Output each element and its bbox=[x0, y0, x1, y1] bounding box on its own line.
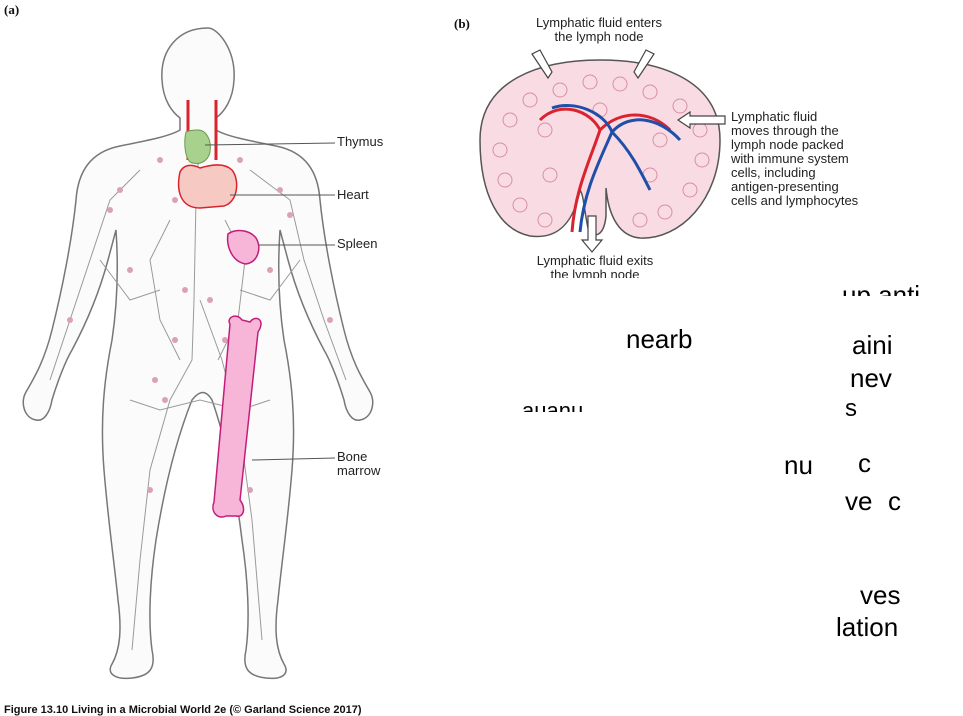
figure-caption: Figure 13.10 Living in a Microbial World… bbox=[4, 704, 362, 716]
text-fragment: lation bbox=[836, 612, 899, 642]
text-fragment: nu bbox=[784, 450, 813, 480]
thymus-label: Thymus bbox=[337, 134, 384, 149]
bone-marrow-femur bbox=[212, 315, 262, 518]
text-fragment: c bbox=[888, 486, 901, 516]
panel-a-label: (a) bbox=[4, 2, 20, 17]
text-fragment: c bbox=[858, 448, 871, 478]
text-fragment: up anti bbox=[842, 280, 921, 296]
heart-organ bbox=[177, 164, 238, 209]
body-outline bbox=[22, 27, 374, 680]
moves-line: with immune system bbox=[731, 151, 849, 166]
lymph-nodes bbox=[67, 157, 333, 493]
panel-b-label: (b) bbox=[454, 16, 470, 31]
bone-marrow-label-1: Bone bbox=[337, 449, 368, 464]
enters-label-1: Lymphatic fluid enters bbox=[536, 15, 662, 30]
text-fragment: auanu bbox=[522, 398, 584, 412]
moves-line: lymph node packed bbox=[731, 137, 844, 152]
spleen-organ bbox=[226, 229, 260, 265]
enters-label-2: the lymph node bbox=[554, 29, 644, 44]
text-fragment: nev bbox=[850, 363, 892, 393]
lymph-node-diagram bbox=[479, 49, 726, 253]
moves-line: cells, including bbox=[731, 165, 816, 180]
text-fragment: s bbox=[845, 395, 857, 422]
moves-line: moves through the bbox=[731, 123, 839, 138]
text-fragment: ve bbox=[845, 486, 873, 516]
heart-label: Heart bbox=[337, 187, 369, 202]
text-fragment: nearb bbox=[626, 324, 693, 354]
spleen-label: Spleen bbox=[337, 236, 378, 251]
callout-leaders bbox=[204, 142, 336, 461]
moves-line: Lymphatic fluid bbox=[731, 109, 818, 124]
moves-line: cells and lymphocytes bbox=[731, 193, 859, 208]
text-fragment: ves bbox=[860, 580, 901, 610]
moves-label: Lymphatic fluid moves through the lymph … bbox=[731, 110, 858, 208]
thymus-organ bbox=[184, 129, 211, 165]
exits-label-1: Lymphatic fluid exits bbox=[536, 253, 654, 268]
moves-line: antigen-presenting bbox=[731, 179, 839, 194]
bone-marrow-label-2: marrow bbox=[337, 463, 381, 478]
exits-label-2: the lymph node bbox=[550, 268, 640, 278]
text-fragment: aini bbox=[852, 330, 893, 360]
